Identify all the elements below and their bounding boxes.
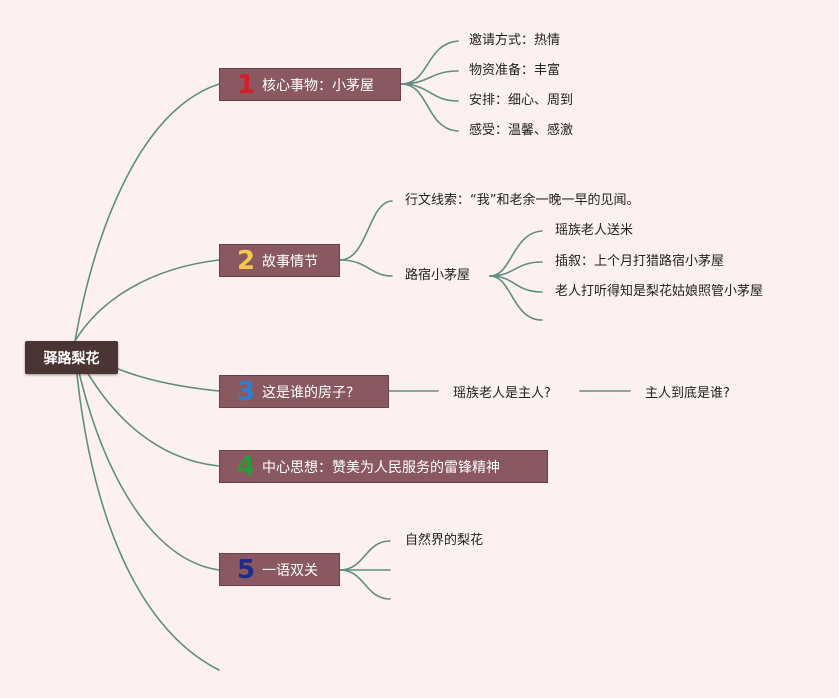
root-node[interactable]: 驿路梨花 bbox=[25, 341, 118, 374]
topic-1-leaf-4[interactable]: 感受：温馨、感激 bbox=[469, 123, 574, 138]
connector-line bbox=[400, 83, 459, 102]
topic-2-subleaf-3[interactable]: 老人打听得知是梨花姑娘照管小茅屋 bbox=[555, 284, 764, 299]
connector-line bbox=[74, 354, 220, 671]
topic-2-leaf-clue[interactable]: 行文线索：“我”和老余一晚一早的见闻。 bbox=[405, 193, 640, 208]
number-1-icon: 1 bbox=[236, 69, 256, 100]
number-2-icon: 2 bbox=[236, 245, 256, 276]
connector-line bbox=[74, 349, 220, 467]
topic-3-label: 这是谁的房子? bbox=[262, 384, 354, 401]
topic-3-node[interactable]: 3 这是谁的房子? bbox=[219, 375, 389, 408]
topic-5-label: 一语双关 bbox=[262, 562, 318, 579]
topic-1-leaf-1[interactable]: 邀请方式：热情 bbox=[469, 33, 561, 48]
connector-line bbox=[339, 540, 391, 571]
connector-line bbox=[339, 259, 393, 277]
connector-line bbox=[489, 275, 543, 321]
topic-1-label: 核心事物：小茅屋 bbox=[262, 77, 374, 94]
connector-line bbox=[74, 354, 220, 571]
topic-5-leaf-1[interactable]: 自然界的梨花 bbox=[405, 533, 484, 548]
topic-5-node[interactable]: 5 一语双关 bbox=[219, 553, 340, 586]
connector-line bbox=[339, 569, 391, 600]
topic-2-node[interactable]: 2 故事情节 bbox=[219, 244, 340, 277]
topic-2-label: 故事情节 bbox=[262, 253, 318, 270]
connector-line bbox=[489, 230, 543, 277]
topic-1-leaf-3[interactable]: 安排：细心、周到 bbox=[469, 93, 574, 108]
number-5-icon: 5 bbox=[236, 554, 256, 585]
topic-2-leaf-hut[interactable]: 路宿小茅屋 bbox=[405, 268, 471, 283]
connector-line bbox=[74, 83, 220, 342]
connector-line bbox=[74, 259, 220, 342]
topic-3-leaf-1[interactable]: 瑶族老人是主人? bbox=[453, 386, 551, 401]
number-3-icon: 3 bbox=[236, 376, 256, 407]
connector-line bbox=[489, 275, 543, 293]
topic-3-leaf-2[interactable]: 主人到底是谁? bbox=[645, 386, 730, 401]
topic-1-leaf-2[interactable]: 物资准备：丰富 bbox=[469, 63, 561, 78]
topic-1-node[interactable]: 1 核心事物：小茅屋 bbox=[219, 68, 401, 101]
connector-line bbox=[400, 40, 459, 85]
topic-4-label: 中心思想：赞美为人民服务的雷锋精神 bbox=[262, 459, 500, 476]
topic-2-subleaf-2[interactable]: 插叙：上个月打猎路宿小茅屋 bbox=[555, 254, 725, 269]
topic-2-subleaf-1[interactable]: 瑶族老人送米 bbox=[555, 223, 634, 238]
number-4-icon: 4 bbox=[236, 451, 256, 482]
connector-line bbox=[400, 83, 459, 132]
connector-line bbox=[339, 200, 393, 261]
topic-4-node[interactable]: 4 中心思想：赞美为人民服务的雷锋精神 bbox=[219, 450, 548, 483]
